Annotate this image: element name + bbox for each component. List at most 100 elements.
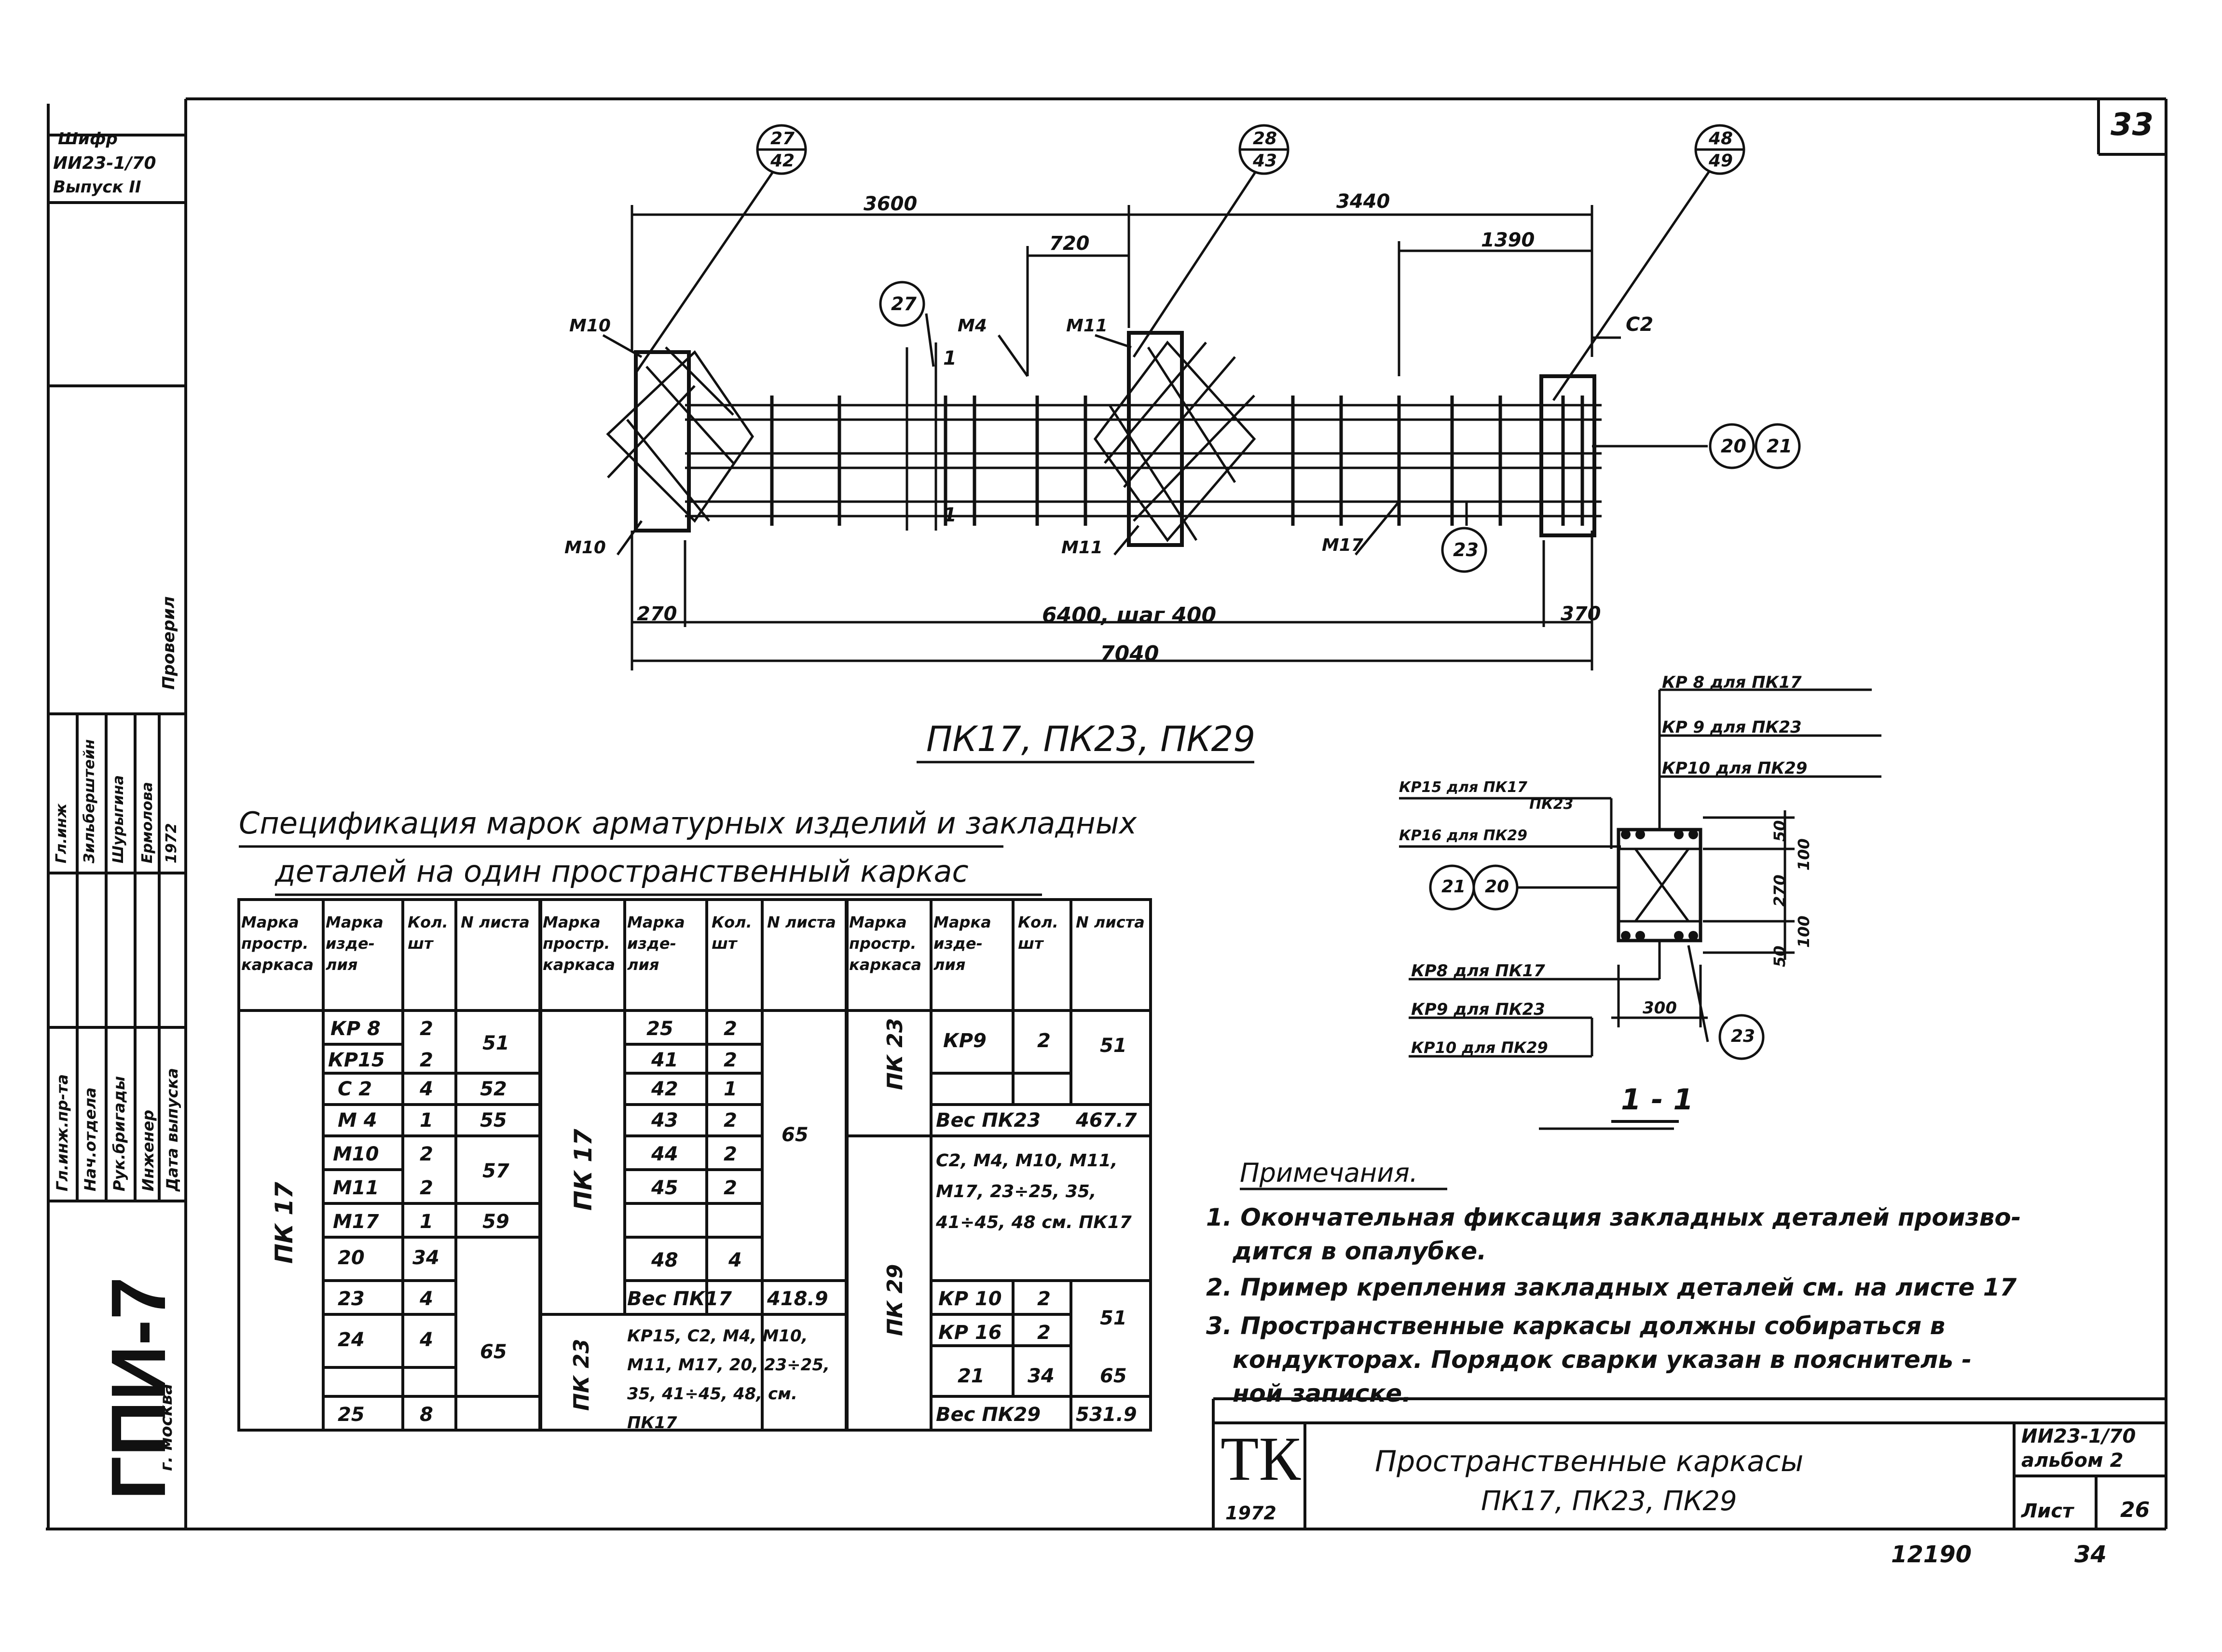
callout-23: 23 bbox=[1453, 539, 1479, 560]
note-line: 3. Пространственные каркасы должны собир… bbox=[1206, 1312, 1946, 1340]
spec-g2-item: 45 bbox=[651, 1177, 678, 1199]
note-line: 1. Окончательная фиксация закладных дета… bbox=[1206, 1203, 2021, 1231]
dim-3600: 3600 bbox=[864, 193, 918, 215]
spec-g3-note: С2, М4, М10, М11, М17, 23÷25, 35, 41÷45,… bbox=[936, 1151, 1132, 1232]
note-line: дится в опалубке. bbox=[1233, 1237, 1487, 1265]
section-kp10-top: КР10 для ПК29 bbox=[1662, 759, 1808, 778]
title-block-year: 1972 bbox=[1225, 1502, 1276, 1524]
spec-g1-item: 24 bbox=[338, 1329, 365, 1351]
spec-g2-frame-a: ПК 17 bbox=[569, 1129, 597, 1211]
section-callout-23: 23 bbox=[1731, 1026, 1756, 1046]
dim-370: 370 bbox=[1561, 603, 1601, 625]
drawing-title: ПК17, ПК23, ПК29 bbox=[926, 719, 1256, 759]
spec-header-item-1: Марка изде-лия bbox=[326, 913, 384, 974]
section-pk23: ПК23 bbox=[1529, 796, 1574, 813]
spec-g1-sheet: 52 bbox=[480, 1078, 507, 1100]
spec-g1-item: 23 bbox=[338, 1288, 365, 1310]
spec-g1-sheet: 55 bbox=[480, 1109, 507, 1132]
stamp-role-3: Рук.бригады bbox=[110, 1076, 128, 1191]
note-line: ной записке. bbox=[1233, 1379, 1412, 1407]
section-kp16: КР16 для ПК29 bbox=[1399, 827, 1527, 844]
section-title: 1 - 1 bbox=[1621, 1083, 1694, 1117]
spec-g3-sheet-b2: 65 bbox=[1100, 1365, 1127, 1387]
spec-g2-weight-label: Вес ПК17 bbox=[627, 1288, 732, 1310]
spec-header-qty-3: Кол. шт bbox=[1018, 913, 1058, 953]
spec-g1-qty: 4 bbox=[420, 1078, 433, 1100]
label-c2: С2 bbox=[1626, 314, 1654, 336]
spec-g3-sheet-b1: 51 bbox=[1100, 1307, 1127, 1329]
spec-g2-item: 48 bbox=[651, 1249, 678, 1271]
section-kp8-bottom: КР8 для ПК17 bbox=[1411, 961, 1545, 981]
title-block-title-2: ПК17, ПК23, ПК29 bbox=[1481, 1486, 1737, 1517]
spec-g1-item: М10 bbox=[333, 1143, 379, 1165]
spec-g1-item: КР15 bbox=[328, 1049, 385, 1071]
section-mark-top: 1 bbox=[943, 347, 957, 369]
spec-g1-qty: 34 bbox=[412, 1247, 439, 1269]
spec-g2-weight: 418.9 bbox=[767, 1288, 828, 1310]
section-callout-21: 21 bbox=[1441, 877, 1466, 897]
spec-g1-frame: ПК 17 bbox=[270, 1182, 298, 1264]
spec-g2-frame-b: ПК 23 bbox=[569, 1338, 594, 1411]
dim-6400: 6400, шаг 400 bbox=[1042, 603, 1217, 628]
spec-g1-item: КР 8 bbox=[330, 1018, 381, 1040]
spec-g1-qty: 2 bbox=[420, 1177, 433, 1199]
spec-header-sheet-2: N листа bbox=[767, 913, 836, 931]
spec-g3-qty-b: 2 bbox=[1037, 1288, 1051, 1310]
callout-20: 20 bbox=[1721, 436, 1746, 457]
spec-g3-qty-b: 34 bbox=[1028, 1365, 1055, 1387]
bottom-number-left: 12190 bbox=[1891, 1541, 1972, 1568]
spec-g1-item: М 4 bbox=[338, 1109, 377, 1132]
dim-270: 270 bbox=[637, 603, 677, 625]
note-line: 2. Пример крепления закладных деталей см… bbox=[1206, 1273, 2017, 1301]
spec-g2-item: 44 bbox=[651, 1143, 678, 1165]
callout-21: 21 bbox=[1767, 436, 1792, 457]
title-block-album: альбом 2 bbox=[2021, 1449, 2124, 1472]
spec-header-qty-2: Кол. шт bbox=[712, 913, 752, 953]
spec-g3-item-b: 21 bbox=[958, 1365, 985, 1387]
spec-g2-item: 25 bbox=[646, 1018, 673, 1040]
stamp-shifr-label: Шифр bbox=[58, 129, 118, 149]
label-m4: М4 bbox=[958, 316, 987, 336]
callout-28-top: 28 bbox=[1253, 129, 1277, 149]
sheet-number: 33 bbox=[2111, 107, 2154, 143]
spec-g1-item: М17 bbox=[333, 1211, 379, 1233]
stamp-city: г. москва bbox=[157, 1383, 176, 1471]
spec-g2-qty: 2 bbox=[724, 1018, 737, 1040]
spec-header-frame-3: Марка простр. каркаса bbox=[849, 913, 922, 974]
spec-g2-qty: 2 bbox=[724, 1143, 737, 1165]
title-block-sheet-label: Лист bbox=[2021, 1500, 2074, 1522]
section-kp15: КР15 для ПК17 bbox=[1399, 779, 1527, 796]
dim-720: 720 bbox=[1049, 232, 1090, 255]
stamp-checked: Проверил bbox=[159, 596, 178, 690]
spec-g1-qty: 1 bbox=[420, 1211, 433, 1233]
spec-g2-qty: 2 bbox=[724, 1049, 737, 1071]
spec-header-sheet-1: N листа bbox=[461, 913, 530, 931]
section-kp8-top: КР 8 для ПК17 bbox=[1662, 673, 1802, 692]
spec-g3-item-b: КР 16 bbox=[938, 1322, 1002, 1344]
section-dim-270: 270 bbox=[1770, 874, 1789, 907]
spec-g1-qty: 4 bbox=[420, 1329, 433, 1351]
section-kp10-bottom: КР10 для ПК29 bbox=[1411, 1038, 1548, 1057]
spec-g3-qty-b: 2 bbox=[1037, 1322, 1051, 1344]
spec-g1-qty: 8 bbox=[420, 1404, 433, 1426]
title-block-sheet-value: 26 bbox=[2120, 1498, 2150, 1522]
spec-header-qty-1: Кол. шт bbox=[408, 913, 448, 953]
spec-header-frame-2: Марка простр. каркаса bbox=[543, 913, 616, 974]
spec-g3-frame-b: ПК 29 bbox=[883, 1264, 907, 1336]
stamp-name-3: Шурыгина bbox=[110, 775, 127, 863]
spec-g1-qty: 2 bbox=[420, 1049, 433, 1071]
callout-48-top: 48 bbox=[1709, 129, 1733, 149]
spec-g1-sheet: 51 bbox=[482, 1032, 509, 1054]
spec-g1-qty: 2 bbox=[420, 1143, 433, 1165]
dim-1390: 1390 bbox=[1481, 229, 1535, 251]
spec-header-item-3: Марка изде-лия bbox=[933, 913, 991, 974]
spec-g2-qty: 4 bbox=[728, 1249, 742, 1271]
spec-g3-item-a: КР9 bbox=[943, 1030, 987, 1052]
title-block-title-1: Пространственные каркасы bbox=[1375, 1445, 1804, 1478]
callout-42-bot: 42 bbox=[770, 151, 795, 171]
stamp-role-2: Нач.отдела bbox=[81, 1087, 99, 1191]
spec-g1-sheet: 65 bbox=[480, 1341, 507, 1363]
spec-g2-item: 43 bbox=[651, 1109, 678, 1132]
section-dim-100-top: 100 bbox=[1795, 838, 1813, 871]
